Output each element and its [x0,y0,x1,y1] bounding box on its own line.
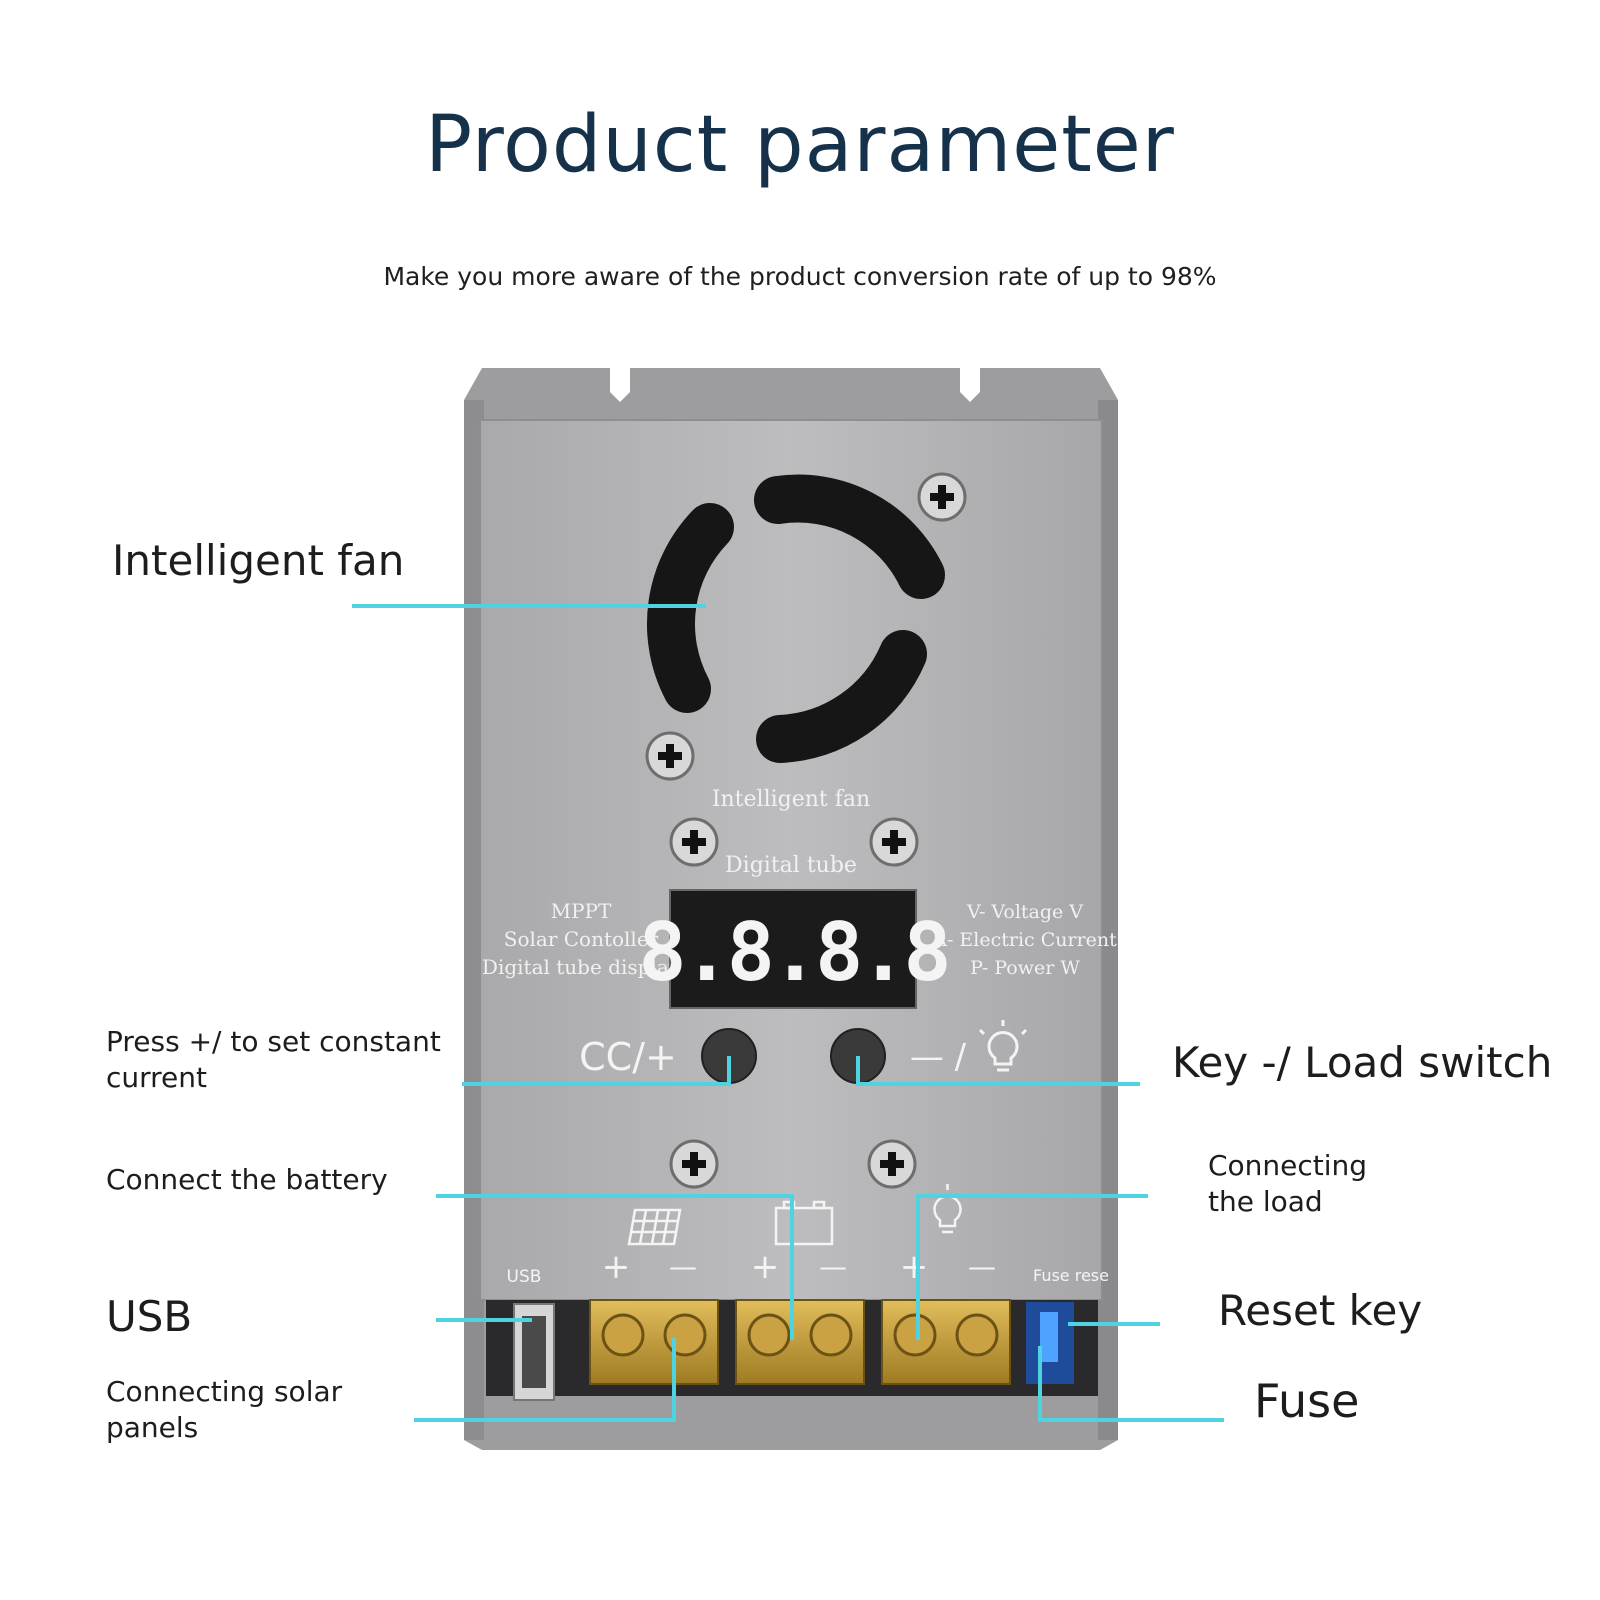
leader-solar [414,1338,676,1422]
callout-connect-battery: Connect the battery [106,1163,388,1196]
callout-connect-load-line1: Connecting [1208,1149,1368,1182]
display-digits: 8.8.8.8 [638,906,947,999]
panel-power-text: P- Power W [970,957,1080,979]
callout-connect-solar: Connecting solar panels [106,1374,342,1447]
callout-intelligent-fan: Intelligent fan [112,536,405,585]
face-plate [479,419,1103,1301]
callout-connect-load-line2: the load [1208,1185,1323,1219]
callout-fuse: Fuse [1254,1374,1360,1428]
leader-minus-button [856,1056,1140,1086]
cc-plus-label: CC/+ [579,1035,677,1079]
panel-current-text: A- Electric Current [932,929,1117,951]
callout-usb: USB [106,1292,193,1341]
fuse-reset-panel-label: Fuse rese [1033,1266,1109,1285]
battery-plus-sign: + [751,1247,780,1287]
solar-plus-sign: + [602,1247,631,1287]
terminal-blocks [589,1299,1011,1385]
callout-press-cc-line1: Press +/ to set constant [106,1025,441,1058]
callout-connect-solar-line1: Connecting solar [106,1375,343,1408]
load-plus-sign: + [900,1247,929,1287]
callout-key-load-switch: Key -/ Load switch [1172,1038,1553,1087]
screw-icons [645,472,967,1189]
leader-lines [352,604,1224,1422]
digital-display [669,889,917,1009]
solar-panel-icon [627,1208,682,1246]
bulb-icon [978,1020,1028,1072]
callout-connect-load: Connecting the load [1208,1148,1367,1221]
leader-fuse [1038,1346,1224,1422]
minus-label: — / [910,1037,967,1077]
panel-solar-text: Solar Contoller [504,927,659,951]
panel-voltage-text: V- Voltage V [966,901,1083,923]
solar-minus-sign: — [669,1250,697,1283]
load-minus-sign: — [968,1250,996,1283]
panel-fan-label: Intelligent fan [712,787,870,812]
leader-cc-button [462,1056,731,1086]
leader-battery [436,1194,794,1340]
panel-display-label: Digital tube [725,853,857,878]
panel-display-text: Digital tube display [482,955,681,979]
callout-press-cc-line2: current [106,1061,208,1095]
leader-load [916,1194,1148,1340]
usb-panel-label: USB [507,1267,542,1287]
page-title: Product parameter [425,100,1175,190]
callout-connect-solar-line2: panels [106,1411,199,1445]
callout-press-cc: Press +/ to set constant current [106,1024,441,1097]
panel-mppt-text: MPPT [551,899,612,923]
callout-reset-key: Reset key [1218,1286,1423,1335]
page-subtitle: Make you more aware of the product conve… [383,262,1217,291]
fuse-holder [1026,1302,1074,1384]
battery-minus-sign: — [819,1250,847,1283]
